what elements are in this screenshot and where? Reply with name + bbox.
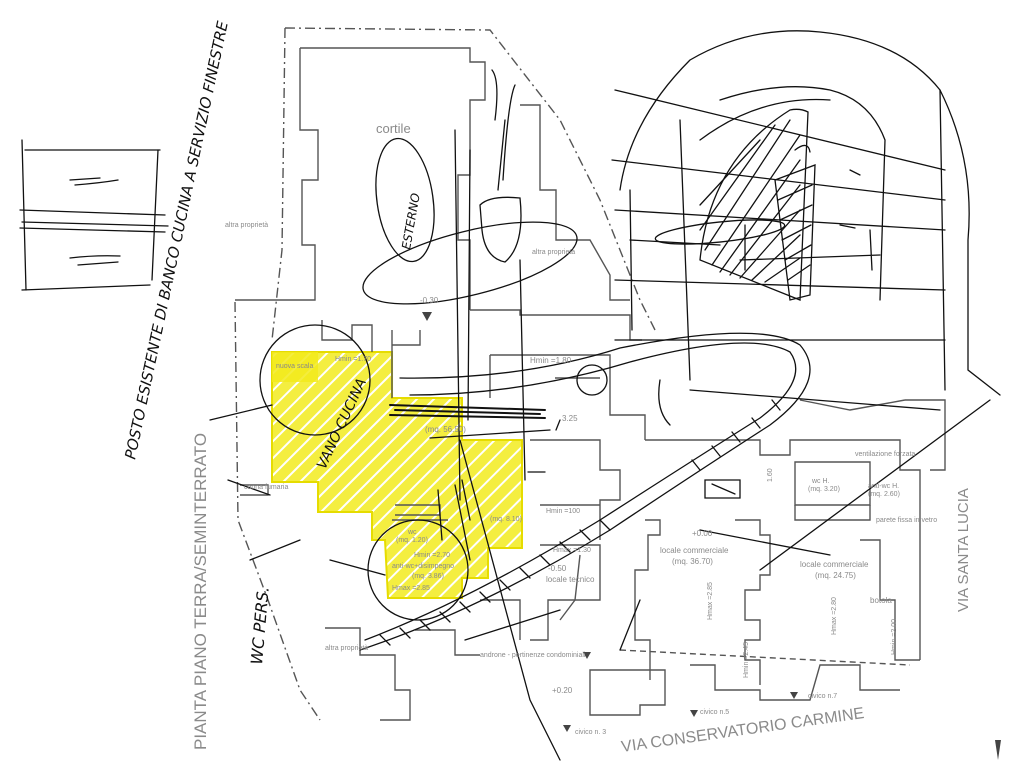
yellow-stair-block — [272, 352, 318, 382]
label-wc: wc — [407, 529, 417, 536]
label-hmin-245: Hmin =2.45 — [743, 642, 750, 678]
note-left: POSTO ESISTENTE DI BANCO CUCINA A SERVIZ… — [121, 19, 232, 461]
label-locale-tecnico: locale tecnico — [546, 575, 595, 584]
label-parete: parete fissa in vetro — [876, 517, 937, 524]
label-locale-commerciale-1: locale commerciale — [660, 546, 729, 555]
label-cortile: cortile — [376, 121, 411, 136]
label-civico-5: civico n.5 — [700, 709, 729, 716]
highlighted-rooms — [271, 351, 523, 599]
label-mq-810: (mq. 8.10) — [490, 516, 522, 523]
label-mq-386: (mq. 3.86) — [412, 573, 444, 580]
note-esterno: ESTERNO — [399, 192, 423, 250]
label-mq-2475: (mq. 24.75) — [815, 571, 856, 580]
note-wc: WC PERS. — [247, 586, 273, 666]
label-level-cortile: -0.30 — [420, 296, 439, 305]
label-civico-7: civico n.7 — [808, 693, 837, 700]
label-mq-5650: (mq. 56.50) — [425, 425, 466, 434]
label-dim-160: 1.60 — [767, 468, 774, 482]
label-mq-320: (mq. 3.20) — [808, 486, 840, 493]
label-botola: botola — [870, 596, 892, 605]
label-mq-3670: (mq. 36.70) — [672, 557, 713, 566]
label-androne: androne - pertinenze condominiali — [480, 652, 586, 659]
label-hmin-270: Hmin =2.70 — [414, 552, 450, 559]
plan-title: PIANTA PIANO TERRA/SEMINTERRATO — [191, 433, 210, 750]
label-ventilazione: ventilazione forzata — [855, 451, 915, 458]
label-hmax-285b: Hmax =2.85 — [707, 582, 714, 620]
label-altra-proprieta-1: altra proprietà — [225, 222, 268, 229]
label-nuova-scala: nuova scala — [276, 363, 313, 370]
label-hmin-180: Hmin =1.80 — [530, 356, 572, 365]
label-anti-wc: anti-wc+disimpegno — [392, 563, 454, 570]
label-level-minus: -0.50 — [548, 564, 567, 573]
label-mq-260: (mq. 2.60) — [868, 491, 900, 498]
label-anti-wc-h: anti-wc H. — [868, 483, 899, 490]
label-level-zero: +0.00 — [692, 529, 713, 538]
label-wc-h: wc H. — [811, 478, 830, 485]
label-altra-proprieta-2: altra proprietà — [532, 249, 575, 256]
label-hmin-100: Hmin =100 — [546, 508, 580, 515]
label-hmin-200: Hmin =2.00 — [891, 619, 898, 655]
label-locale-commerciale-2: locale commerciale — [800, 560, 869, 569]
label-hmin-top: Hmin =1.70 — [335, 356, 371, 363]
handwritten-notes: POSTO ESISTENTE DI BANCO CUCINA A SERVIZ… — [121, 19, 423, 665]
label-hmax-280: Hmax =2.80 — [831, 597, 838, 635]
street-right-label: VIA SANTA LUCIA — [955, 488, 972, 612]
label-civico-3: civico n. 3 — [575, 729, 606, 736]
label-altra-proprieta-3: altra proprietà — [325, 645, 368, 652]
label-hmax-130: Hmax =1.30 — [553, 547, 591, 554]
label-level-plus: +0.20 — [552, 686, 573, 695]
yellow-hatched-area — [271, 351, 523, 599]
street-bottom-label: VIA CONSERVATORIO CARMINE — [620, 705, 865, 756]
label-hmax-285: Hmax =2.85 — [392, 585, 430, 592]
label-dim-325: 3.25 — [562, 414, 578, 423]
label-canna-fumaria: canna fumaria — [244, 484, 288, 491]
label-mq-120: (mq. 1.20) — [396, 537, 428, 544]
floor-plan-lines — [234, 27, 946, 721]
sketch-ink — [19, 30, 1001, 761]
level-markers — [422, 312, 1001, 760]
